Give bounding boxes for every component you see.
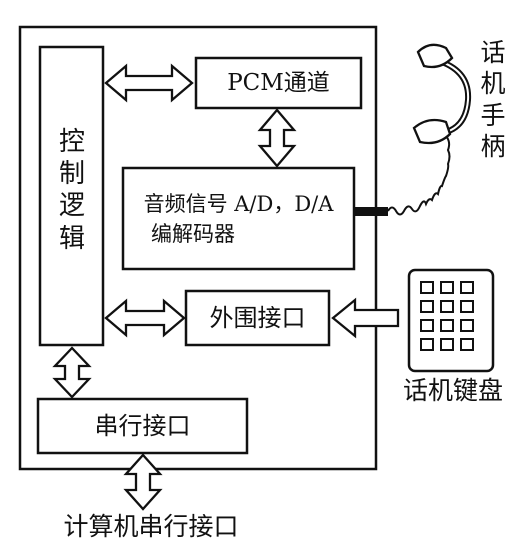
- arrow-control-serial: [52, 346, 92, 399]
- pc-serial-port-label: 计算机串行接口: [63, 512, 239, 541]
- serial-interface-block: [36, 397, 249, 455]
- control-logic-block: [38, 45, 105, 347]
- arrow-serial-pc: [123, 453, 163, 511]
- arrow-pcm-codec: [257, 108, 297, 168]
- control-logic-label: 控制逻辑: [58, 127, 85, 254]
- pcm-channel-label: PCM通道: [227, 70, 330, 96]
- pcm-channel-block: [194, 56, 363, 110]
- telephone-handset-icon: [412, 43, 472, 145]
- handset-label: 话机手柄: [480, 38, 506, 161]
- peripheral-interface-label: 外围接口: [209, 304, 306, 332]
- handset-connector: [354, 207, 388, 216]
- handset-cord: [387, 135, 451, 216]
- codec-label-line1: 音频信号 A/D，D/A: [143, 192, 334, 216]
- codec-label-line2: 编解码器: [151, 222, 235, 246]
- keypad-icon: [407, 268, 495, 373]
- arrow-keypad-peripheral: [331, 297, 400, 339]
- device-enclosure: [18, 25, 378, 471]
- arrow-control-pcm: [104, 63, 194, 103]
- keypad-label: 话机键盘: [402, 376, 503, 405]
- peripheral-interface-block: [184, 289, 331, 347]
- codec-block: [121, 166, 356, 271]
- serial-interface-label: 串行接口: [94, 412, 191, 440]
- arrow-control-peripheral: [104, 298, 186, 338]
